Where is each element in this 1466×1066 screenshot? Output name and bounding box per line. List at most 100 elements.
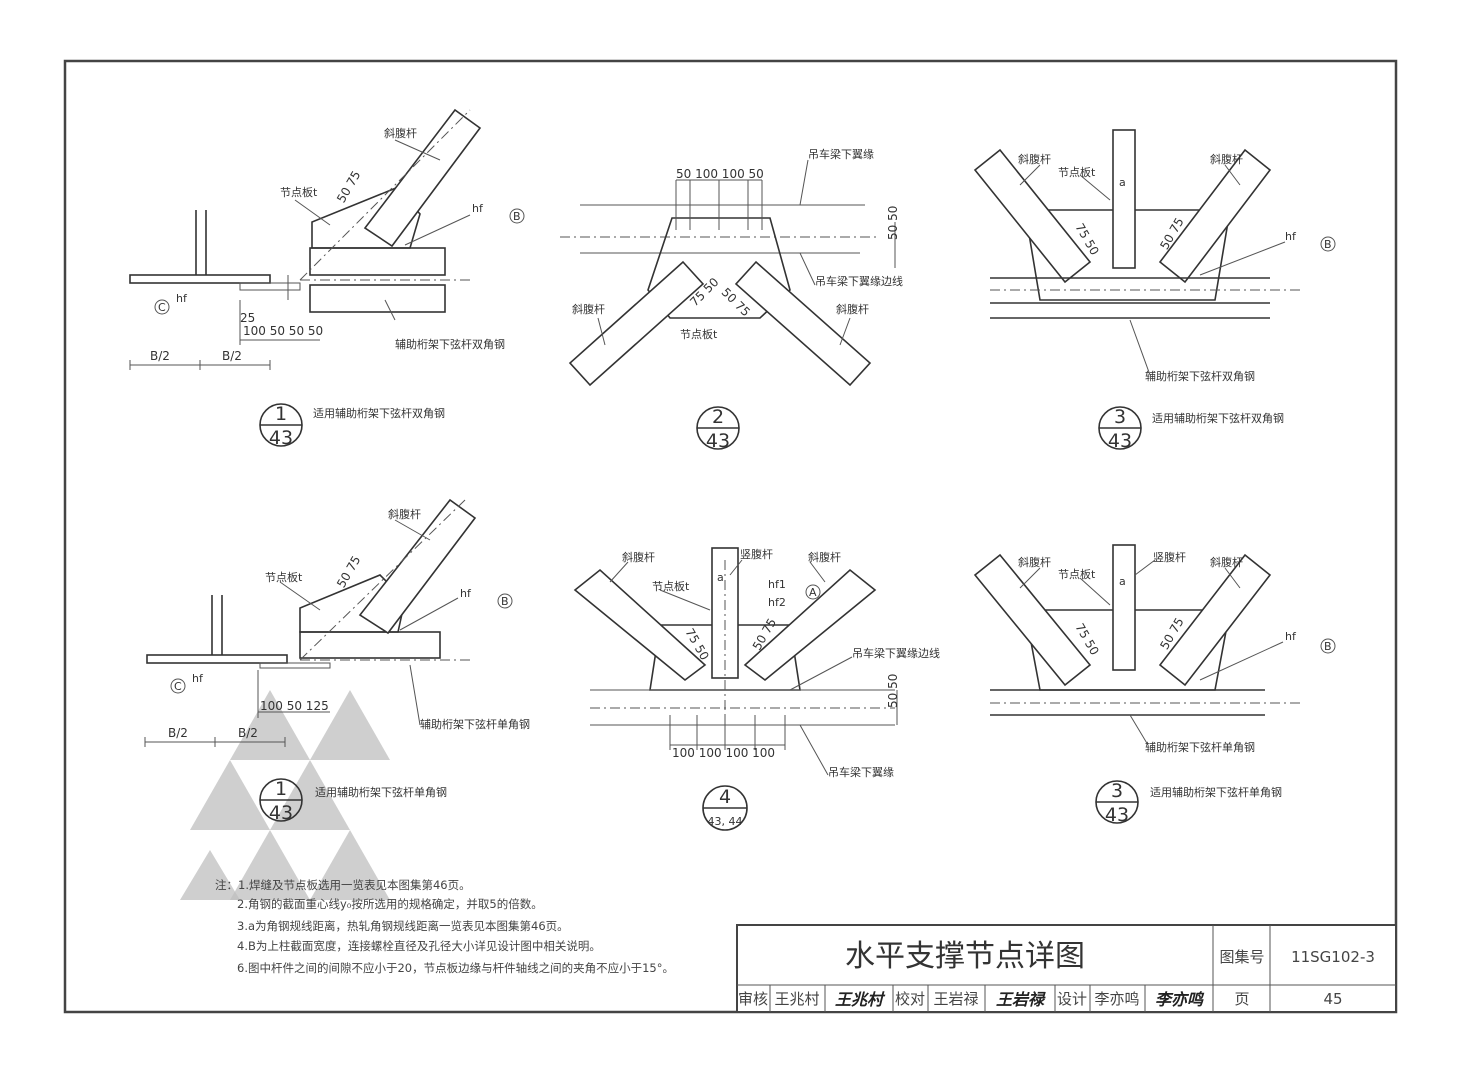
label-flange: 吊车梁下翼缘 xyxy=(808,147,874,161)
gusset-plate xyxy=(1024,209,1231,301)
detail-1-double-angle: 斜腹杆 节点板t 50 75 hf B C hf 25 100 50 50 50… xyxy=(129,108,525,449)
title-block-frame xyxy=(736,924,1397,1013)
label-gusset: 节点板t xyxy=(1058,567,1096,581)
sheet-border xyxy=(63,59,1398,1014)
label-gusset: 节点板t xyxy=(680,327,718,341)
chord-lower xyxy=(309,284,446,313)
axis-line xyxy=(299,499,470,661)
mark-c-circle xyxy=(170,678,186,694)
review-label: 审核 xyxy=(738,990,768,1008)
design-label: 设计 xyxy=(1057,990,1087,1008)
weld-hf-c: hf xyxy=(176,292,188,305)
ref-number: 3 xyxy=(1111,780,1123,802)
ref-page: 43 xyxy=(269,802,293,824)
label-gusset: 节点板t xyxy=(280,185,318,199)
note-5: 6.图中杆件之间的间隙不应小于20，节点板边缘与杆件轴线之间的夹角不应小于15°… xyxy=(237,961,674,975)
leader-lines xyxy=(1019,164,1286,376)
dim-b-half-2: B/2 xyxy=(238,726,258,740)
leader-lines xyxy=(609,559,853,776)
mark-b: B xyxy=(1324,640,1332,653)
leader-lines xyxy=(597,159,851,346)
title-block: 水平支撑节点详图 图集号 11SG102-3 审核 王兆村 王兆村 校对 王岩禄… xyxy=(736,924,1397,1013)
label-flange-edge: 吊车梁下翼缘边线 xyxy=(815,274,903,288)
dimension-lines xyxy=(129,300,320,370)
leader-lines xyxy=(294,139,471,321)
diagonal-right xyxy=(734,260,872,387)
diagonal-left xyxy=(568,260,705,387)
label-chord: 辅助桁架下弦杆双角钢 xyxy=(395,337,505,351)
mark-b: B xyxy=(1324,238,1332,251)
gusset-plate xyxy=(647,217,791,319)
ref-page: 43 xyxy=(1108,430,1132,452)
label-flange: 吊车梁下翼缘 xyxy=(828,765,894,779)
label-a: a xyxy=(717,571,724,584)
check-label: 校对 xyxy=(895,990,925,1008)
label-diagonal-right: 斜腹杆 xyxy=(1210,555,1243,569)
detail-3-double-angle: 斜腹杆 节点板t a 斜腹杆 75 50 50 75 hf B 辅助桁架下弦杆双… xyxy=(973,129,1336,452)
dim-lines xyxy=(675,179,896,268)
diagonal-left xyxy=(973,148,1092,284)
weld-hf1: hf1 xyxy=(768,578,786,591)
ref-number: 1 xyxy=(275,778,287,800)
dim-bottom: 100 100 100 100 xyxy=(672,746,775,760)
cap-plate xyxy=(146,654,288,664)
label-diagonal-left: 斜腹杆 xyxy=(1018,152,1051,166)
bolt-line xyxy=(590,560,895,745)
chord-upper xyxy=(309,247,446,276)
mark-c: C xyxy=(158,301,166,314)
chord xyxy=(299,631,441,659)
dim-25: 25 xyxy=(240,311,255,325)
label-gusset: 节点板t xyxy=(1058,165,1096,179)
ref-number: 2 xyxy=(712,406,724,428)
leader-lines xyxy=(279,519,459,726)
diagonal-right xyxy=(1158,148,1272,284)
reviewer: 王兆村 xyxy=(774,990,819,1008)
weld-hf: hf xyxy=(1285,630,1297,643)
checker: 王岩禄 xyxy=(933,990,978,1008)
label-diagonal-right: 斜腹杆 xyxy=(808,550,841,564)
label-chord: 辅助桁架下弦杆单角钢 xyxy=(420,717,530,731)
dim-diagonal: 50 75 xyxy=(334,553,363,590)
dimension-lines xyxy=(144,670,330,747)
weld-hf: hf xyxy=(460,587,472,600)
dim-b-half-1: B/2 xyxy=(150,349,170,363)
mark-b-circle xyxy=(1320,638,1336,654)
ref-page: 43, 44 xyxy=(708,815,743,828)
vertical-member xyxy=(1112,129,1136,269)
dim-top: 50 100 100 50 xyxy=(676,167,764,181)
label-vertical: 竖腹杆 xyxy=(740,547,773,561)
label-diagonal-left: 斜腹杆 xyxy=(622,550,655,564)
ref-number: 3 xyxy=(1114,406,1126,428)
caption: 适用辅助桁架下弦杆单角钢 xyxy=(1150,785,1282,799)
leader-lines xyxy=(1019,559,1284,746)
caption: 适用辅助桁架下弦杆双角钢 xyxy=(1152,411,1284,425)
atlas-label: 图集号 xyxy=(1219,948,1264,966)
ref-page: 43 xyxy=(1105,804,1129,826)
caption: 适用辅助桁架下弦杆单角钢 xyxy=(315,785,447,799)
axis-line xyxy=(299,109,471,281)
dim-diagonal: 50 75 xyxy=(334,168,363,205)
mark-b-circle xyxy=(1320,236,1336,252)
mark-c-circle xyxy=(154,299,170,315)
diagonal-member xyxy=(358,498,477,635)
diagonal-left xyxy=(973,553,1092,687)
flange-lines xyxy=(590,689,895,726)
dim-vertical: 50 50 xyxy=(886,206,900,240)
note-4: 4.B为上柱截面宽度，连接螺栓直径及孔径大小详见设计图中相关说明。 xyxy=(237,939,601,953)
ref-page: 43 xyxy=(269,427,293,449)
mark-c: C xyxy=(174,680,182,693)
label-diagonal: 斜腹杆 xyxy=(388,507,421,521)
mark-b: B xyxy=(501,595,509,608)
label-diagonal: 斜腹杆 xyxy=(384,126,417,140)
label-chord: 辅助桁架下弦杆单角钢 xyxy=(1145,740,1255,754)
splice-plate xyxy=(239,275,301,300)
ref-page: 43 xyxy=(706,430,730,452)
diagonal-left xyxy=(573,568,707,682)
label-diagonal-left: 斜腹杆 xyxy=(1018,555,1051,569)
dim-vertical: 50 50 xyxy=(886,674,900,708)
ref-number: 4 xyxy=(719,786,731,808)
dim-lines xyxy=(669,690,898,750)
note-1: 注：1.焊缝及节点板选用一览表见本图集第46页。 xyxy=(215,878,471,892)
label-a: a xyxy=(1119,176,1126,189)
